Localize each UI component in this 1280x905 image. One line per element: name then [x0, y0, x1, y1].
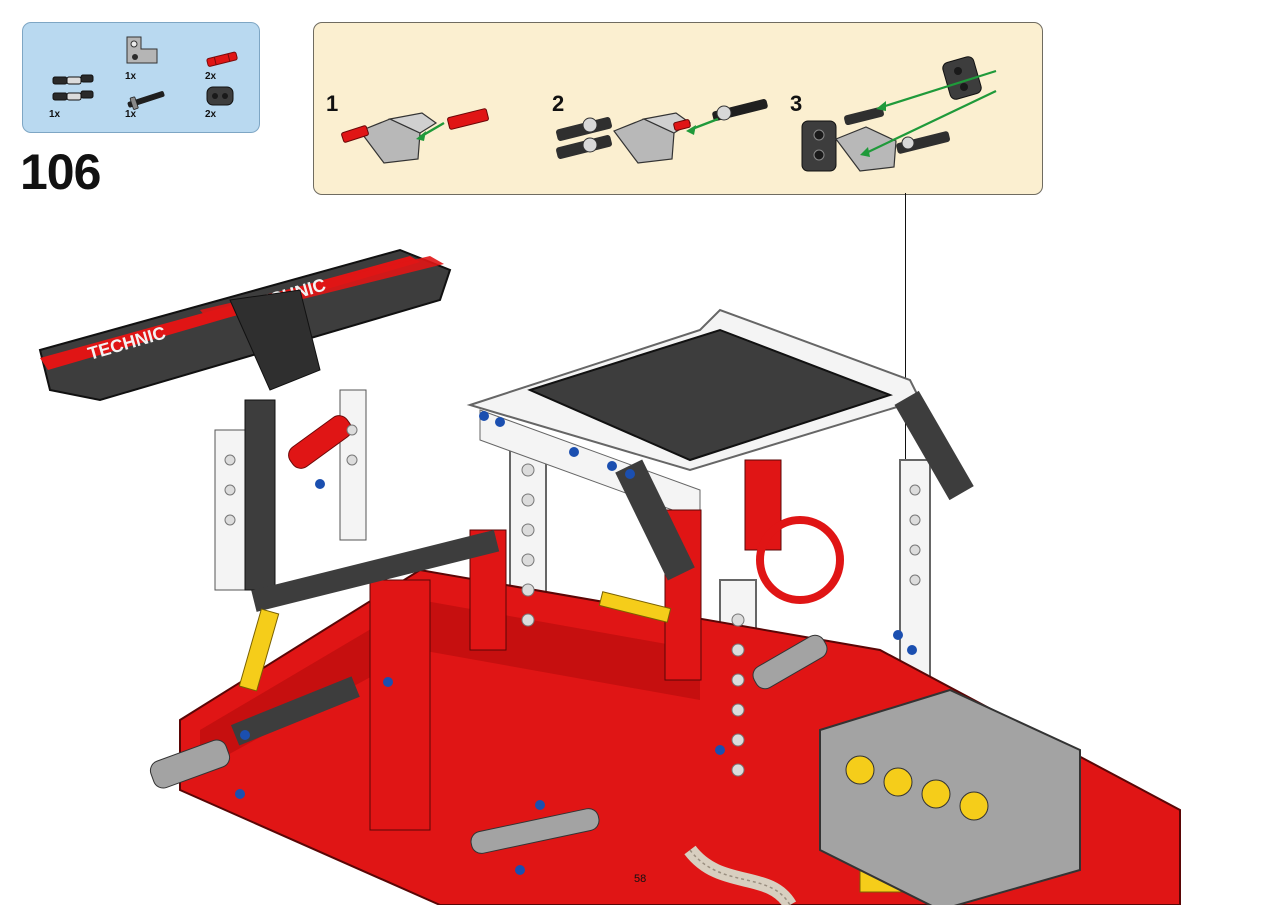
part-qty: 2x: [205, 71, 217, 82]
substep-1-diagram: [341, 108, 489, 164]
substep-3-number: 3: [790, 91, 803, 116]
angle-connector-icon: [126, 36, 158, 64]
axle-with-stop-icon: [127, 91, 165, 110]
part-qty: 1x: [125, 71, 137, 82]
step-number: 106: [20, 144, 101, 200]
red-axle-icon: [206, 51, 238, 67]
pin-connector-pair-icon: [52, 74, 94, 101]
substep-1-number: 1: [326, 91, 339, 116]
part-qty: 1x: [49, 109, 61, 120]
rear-wing: TECHNIC TECHNIC: [38, 248, 452, 402]
part-qty: 2x: [205, 109, 217, 120]
parts-list: 1x 1x 2x 1x 2x: [22, 22, 260, 133]
model-illustration: TECHNIC TECHNIC: [38, 248, 1181, 905]
chassis-label: 58: [634, 873, 646, 885]
substep-2-number: 2: [552, 91, 565, 116]
engine-block: [819, 688, 1081, 905]
substep-2-diagram: [556, 99, 768, 164]
gray-block-icon: [206, 86, 234, 106]
substep-3-diagram: [801, 56, 997, 172]
part-qty: 1x: [125, 109, 137, 120]
subassembly-panel: 1 2 3: [313, 22, 1043, 195]
